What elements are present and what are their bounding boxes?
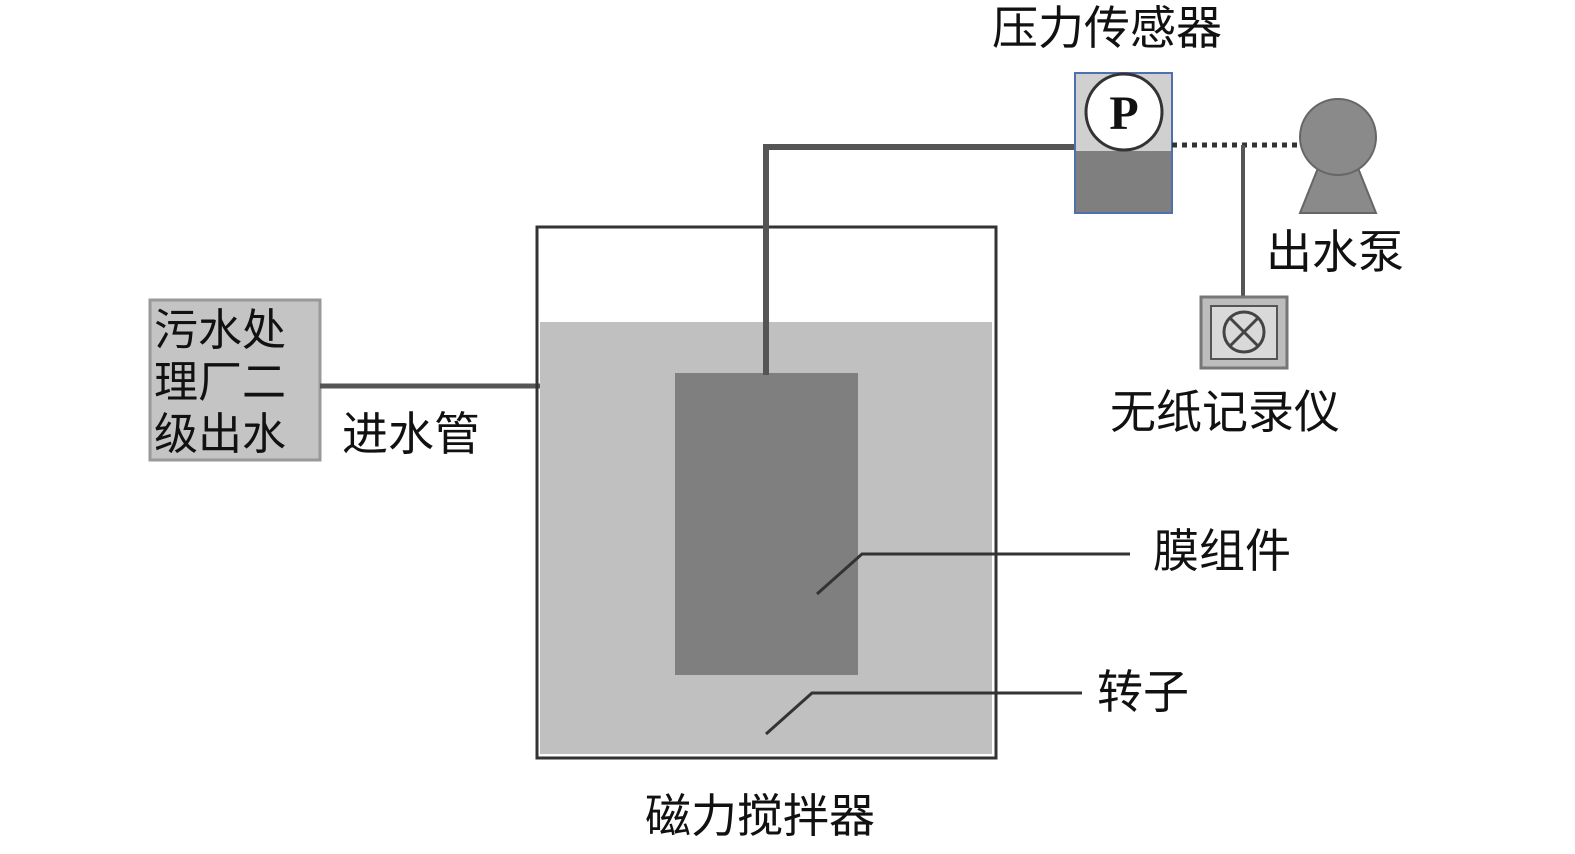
source-effluent-box: 污水处 理厂二 级出水: [148, 298, 322, 462]
sensor-gauge-circle: [1084, 72, 1164, 152]
source-label-line2: 理厂二: [154, 357, 286, 408]
source-box-rect: [148, 298, 322, 462]
source-label-line3: 级出水: [154, 409, 286, 460]
source-label-line1: 污水处: [154, 305, 286, 356]
outlet-pump-icon: [1298, 98, 1378, 214]
stir-bar-leader-line: [765, 691, 1082, 736]
magnetic-stirrer-label: 磁力搅拌器: [645, 789, 875, 843]
paperless-recorder-label: 无纸记录仪: [1110, 385, 1340, 439]
recorder-dial: [1222, 310, 1266, 354]
pressure-sensor: P: [1074, 72, 1173, 214]
recorder-dial-cross-b: [1228, 316, 1260, 348]
sensor-body-dark: [1075, 151, 1172, 213]
suction-pipe-line: [763, 144, 1077, 375]
stir-bar-label: 转子: [1097, 665, 1189, 719]
pressure-sensor-label: 压力传感器: [992, 1, 1222, 55]
paperless-recorder-icon: [1199, 295, 1289, 370]
pump-head: [1299, 98, 1377, 176]
outlet-pump-label: 出水泵: [1266, 225, 1404, 279]
membrane-module: [675, 373, 858, 675]
pressure-symbol: P: [1109, 87, 1138, 140]
inlet-pipe-label: 进水管: [342, 407, 480, 461]
membrane-leader-line: [816, 552, 1130, 596]
membrane-module-label: 膜组件: [1153, 524, 1291, 578]
